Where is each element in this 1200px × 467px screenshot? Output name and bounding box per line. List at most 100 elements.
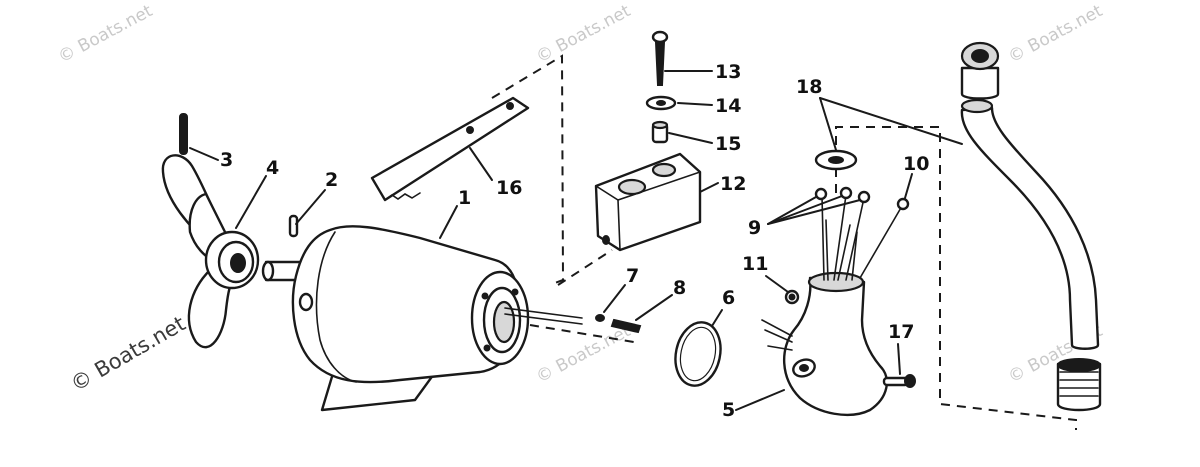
- motor-body: [291, 225, 522, 384]
- callout-7: 7: [626, 265, 639, 287]
- leader-9c: [767, 199, 861, 225]
- callout-18: 18: [796, 76, 822, 98]
- tube-washer-hole: [828, 156, 844, 164]
- motor-shaft-end: [261, 260, 275, 282]
- o-ring-inner: [679, 326, 717, 382]
- screw-icon: [859, 197, 910, 279]
- lower-housing-mouth: [807, 271, 865, 293]
- long-screw-head: [651, 30, 669, 44]
- long-screw-shank: [654, 41, 666, 86]
- leader-16: [469, 147, 493, 181]
- callout-labels: 1 2 3 4 5 6 7 8 9 10 11 12 13 14 15 16 1…: [220, 61, 929, 421]
- leader-3: [189, 147, 219, 161]
- small-pin-icon: [595, 314, 605, 322]
- tube-body: [960, 106, 1100, 350]
- callout-12: 12: [720, 173, 746, 195]
- leader-1: [439, 205, 458, 239]
- terminal-screw: [814, 187, 828, 201]
- leader-4: [235, 175, 267, 229]
- leader-11: [765, 275, 789, 293]
- leader-18b: [819, 97, 963, 145]
- propeller-icon: [161, 154, 260, 349]
- lower-housing-wire: [764, 329, 793, 343]
- callout-14: 14: [715, 95, 741, 117]
- watermark-text: © Boats.net: [55, 1, 156, 68]
- bracket-strap-hole: [466, 126, 474, 134]
- bolt-icon: [882, 374, 916, 388]
- wire-lead: [851, 231, 858, 281]
- tube-cap-hole: [971, 49, 989, 63]
- motor-housing-icon: [261, 225, 583, 412]
- motor-lead-wire: [504, 313, 583, 325]
- lower-housing-icon: [761, 271, 889, 417]
- leader-5: [735, 389, 785, 411]
- leader-17: [897, 343, 901, 375]
- motor-lead-wire: [504, 307, 583, 319]
- callout-9: 9: [748, 217, 761, 239]
- connector-body: [610, 318, 642, 334]
- callout-4: 4: [266, 157, 279, 179]
- watermark-text-prominent: © Boats.net: [67, 311, 190, 396]
- callout-1: 1: [458, 187, 471, 209]
- callout-13: 13: [715, 61, 741, 83]
- terminal-screw: [857, 190, 871, 204]
- leader-18a: [819, 97, 837, 151]
- callout-16: 16: [496, 177, 522, 199]
- motor-body-seam: [315, 231, 357, 383]
- leader-9b: [767, 195, 843, 225]
- leader-2: [295, 189, 326, 225]
- callout-8: 8: [673, 277, 686, 299]
- nut-icon: [784, 289, 800, 305]
- terminal-screw: [839, 186, 853, 200]
- bracket-strap-hole: [506, 102, 514, 110]
- screw-lead: [859, 205, 903, 279]
- lower-housing-wire: [767, 345, 793, 351]
- watermark-text: © Boats.net: [533, 321, 634, 388]
- callout-3: 3: [220, 149, 233, 171]
- clamp-block-hole: [651, 162, 677, 178]
- bolt-head: [904, 374, 916, 388]
- watermark-text: © Boats.net: [1005, 1, 1106, 68]
- lower-housing-wire: [761, 319, 793, 337]
- tube-top-opening: [960, 98, 994, 114]
- watermark-text: © Boats.net: [533, 1, 634, 68]
- long-screw-icon: [651, 30, 669, 86]
- callout-6: 6: [722, 287, 735, 309]
- lower-housing-side-port-hole: [799, 364, 809, 372]
- wire-lead: [837, 224, 851, 281]
- motor-end-screw: [511, 288, 519, 296]
- clamp-block-front-edge: [617, 199, 621, 251]
- drive-pin-icon: [288, 214, 299, 238]
- callout-15: 15: [715, 133, 741, 155]
- connector-icon: [610, 318, 642, 334]
- motor-end-screw: [483, 344, 491, 352]
- spacer-top: [651, 120, 669, 130]
- tube-threaded-end: [1056, 362, 1102, 412]
- leader-7: [603, 284, 626, 313]
- dashed-guide-wires: [529, 324, 641, 344]
- leader-6: [711, 309, 723, 327]
- washer-hole: [656, 100, 666, 106]
- wire-lead: [845, 197, 865, 281]
- small-pin-body: [595, 314, 605, 322]
- propeller-hub-center: [230, 253, 246, 273]
- leader-15: [668, 132, 713, 144]
- callout-10: 10: [903, 153, 929, 175]
- motor-side-hole: [298, 292, 314, 312]
- nut-hole: [788, 293, 796, 301]
- dashed-guide-tube: [835, 126, 1077, 430]
- bracket-strap-icon: [370, 96, 530, 202]
- clamp-block-icon: [594, 152, 702, 252]
- motor-end-bore: [492, 300, 516, 344]
- callout-2: 2: [325, 169, 338, 191]
- leader-10: [904, 173, 913, 199]
- clamp-block-hole: [617, 178, 647, 196]
- leader-14: [677, 102, 713, 106]
- dashed-guide-bracket: [491, 54, 565, 285]
- bracket-strap-teeth: [384, 192, 421, 201]
- screw-head: [896, 197, 910, 211]
- drive-pin-body: [288, 214, 299, 238]
- leader-lines: [189, 70, 963, 411]
- bracket-strap-body: [370, 96, 530, 202]
- dashed-guide-block: [557, 249, 613, 286]
